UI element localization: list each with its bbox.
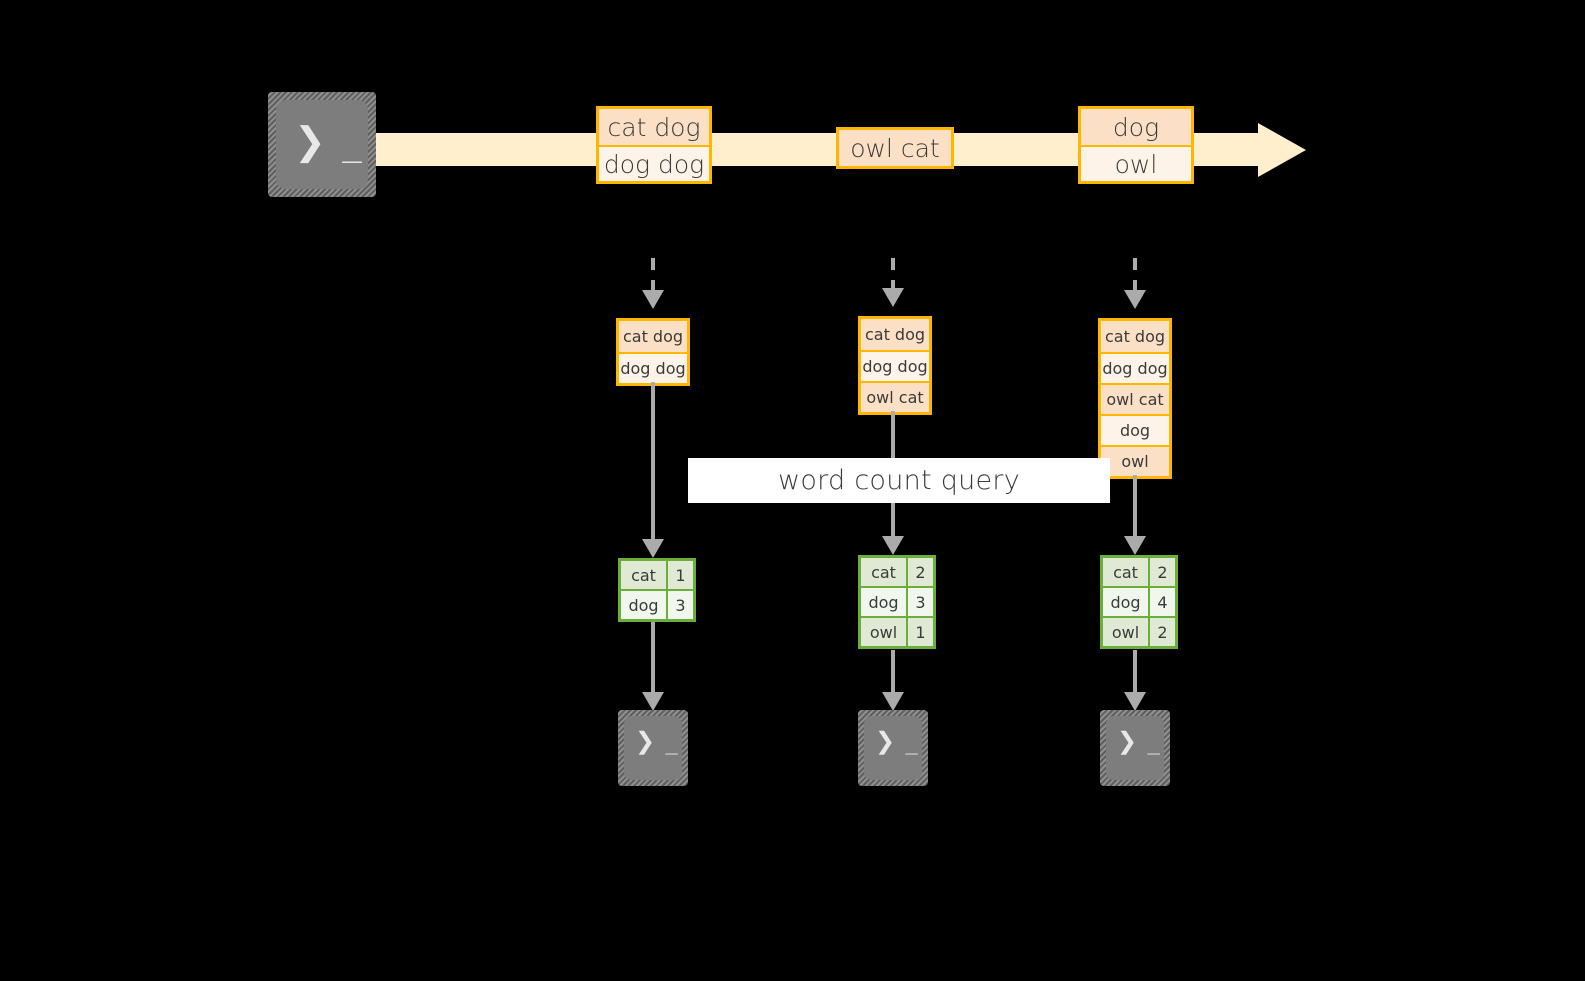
snapshot-line: cat dog bbox=[861, 319, 929, 350]
stream-event-1: cat dog dog dog bbox=[596, 106, 712, 184]
terminal-screen: ❯ _ bbox=[864, 716, 922, 780]
terminal-prompt-glyph: ❯ _ bbox=[635, 727, 680, 755]
snapshot-table-1: cat dog dog dog bbox=[616, 318, 690, 386]
snapshot-table-2: cat dog dog dog owl cat bbox=[858, 316, 932, 415]
stream-event-line: cat dog bbox=[599, 109, 709, 145]
source-terminal-icon: ❯ _ bbox=[268, 92, 376, 197]
snapshot-line: dog dog bbox=[861, 350, 929, 381]
table-row: owl 1 bbox=[861, 616, 933, 646]
sink-arrow-head-2 bbox=[882, 692, 904, 711]
result-count: 3 bbox=[668, 591, 693, 619]
sink-arrow-shaft-3 bbox=[1133, 650, 1137, 694]
result-count: 2 bbox=[1150, 618, 1175, 646]
table-row: dog 3 bbox=[621, 589, 693, 619]
snapshot-line: cat dog bbox=[619, 321, 687, 352]
snapshot-line: owl bbox=[1101, 445, 1169, 476]
stream-arrowhead-icon bbox=[1258, 123, 1306, 177]
terminal-screen: ❯ _ bbox=[1106, 716, 1164, 780]
result-table-3: cat 2 dog 4 owl 2 bbox=[1100, 555, 1178, 649]
table-row: dog 3 bbox=[861, 586, 933, 616]
stream-event-line: owl cat bbox=[839, 130, 951, 166]
result-count: 2 bbox=[1150, 558, 1175, 586]
table-row: cat 2 bbox=[861, 558, 933, 586]
snapshot-line: owl cat bbox=[1101, 383, 1169, 414]
stream-event-3: dog owl bbox=[1078, 106, 1194, 184]
sink-arrow-head-3 bbox=[1124, 692, 1146, 711]
table-row: dog 4 bbox=[1103, 586, 1175, 616]
sink-arrow-shaft-1 bbox=[651, 622, 655, 694]
result-word: owl bbox=[1103, 618, 1150, 646]
terminal-screen: ❯ _ bbox=[276, 100, 368, 189]
dashed-arrow-head-3 bbox=[1124, 290, 1146, 309]
query-arrow-head-3 bbox=[1124, 536, 1146, 555]
result-word: cat bbox=[621, 561, 668, 589]
result-word: owl bbox=[861, 618, 908, 646]
table-row: owl 2 bbox=[1103, 616, 1175, 646]
snapshot-line: owl cat bbox=[861, 381, 929, 412]
sink-terminal-icon-2: ❯ _ bbox=[858, 710, 928, 786]
snapshot-line: dog bbox=[1101, 414, 1169, 445]
dashed-arrow-head-1 bbox=[642, 290, 664, 309]
dashed-arrow-shaft-1 bbox=[651, 258, 655, 292]
dashed-arrow-shaft-3 bbox=[1133, 258, 1137, 292]
result-word: cat bbox=[861, 558, 908, 586]
terminal-screen: ❯ _ bbox=[624, 716, 682, 780]
result-word: dog bbox=[1103, 588, 1150, 616]
snapshot-line: dog dog bbox=[619, 352, 687, 383]
table-row: cat 2 bbox=[1103, 558, 1175, 586]
sink-terminal-icon-3: ❯ _ bbox=[1100, 710, 1170, 786]
snapshot-line: cat dog bbox=[1101, 321, 1169, 352]
result-word: dog bbox=[861, 588, 908, 616]
stream-event-line: dog dog bbox=[599, 145, 709, 181]
result-count: 2 bbox=[908, 558, 933, 586]
table-row: cat 1 bbox=[621, 561, 693, 589]
result-count: 1 bbox=[908, 618, 933, 646]
query-arrow-head-1 bbox=[642, 539, 664, 558]
result-word: dog bbox=[621, 591, 668, 619]
result-table-2: cat 2 dog 3 owl 1 bbox=[858, 555, 936, 649]
dashed-arrow-head-2 bbox=[882, 288, 904, 307]
sink-arrow-shaft-2 bbox=[891, 650, 895, 694]
query-arrow-shaft-1 bbox=[651, 382, 655, 542]
query-arrow-head-2 bbox=[882, 536, 904, 555]
result-count: 1 bbox=[668, 561, 693, 589]
result-word: cat bbox=[1103, 558, 1150, 586]
query-arrow-shaft-3 bbox=[1133, 475, 1137, 539]
dashed-arrow-shaft-2 bbox=[891, 258, 895, 290]
stream-event-line: dog bbox=[1081, 109, 1191, 145]
sink-terminal-icon-1: ❯ _ bbox=[618, 710, 688, 786]
snapshot-table-3: cat dog dog dog owl cat dog owl bbox=[1098, 318, 1172, 479]
snapshot-line: dog dog bbox=[1101, 352, 1169, 383]
stream-event-2: owl cat bbox=[836, 127, 954, 169]
result-count: 4 bbox=[1150, 588, 1175, 616]
query-label: word count query bbox=[688, 458, 1110, 503]
terminal-prompt-glyph: ❯ _ bbox=[294, 119, 364, 163]
result-count: 3 bbox=[908, 588, 933, 616]
terminal-prompt-glyph: ❯ _ bbox=[1117, 727, 1162, 755]
terminal-prompt-glyph: ❯ _ bbox=[875, 727, 920, 755]
stream-event-line: owl bbox=[1081, 145, 1191, 181]
sink-arrow-head-1 bbox=[642, 692, 664, 711]
result-table-1: cat 1 dog 3 bbox=[618, 558, 696, 622]
